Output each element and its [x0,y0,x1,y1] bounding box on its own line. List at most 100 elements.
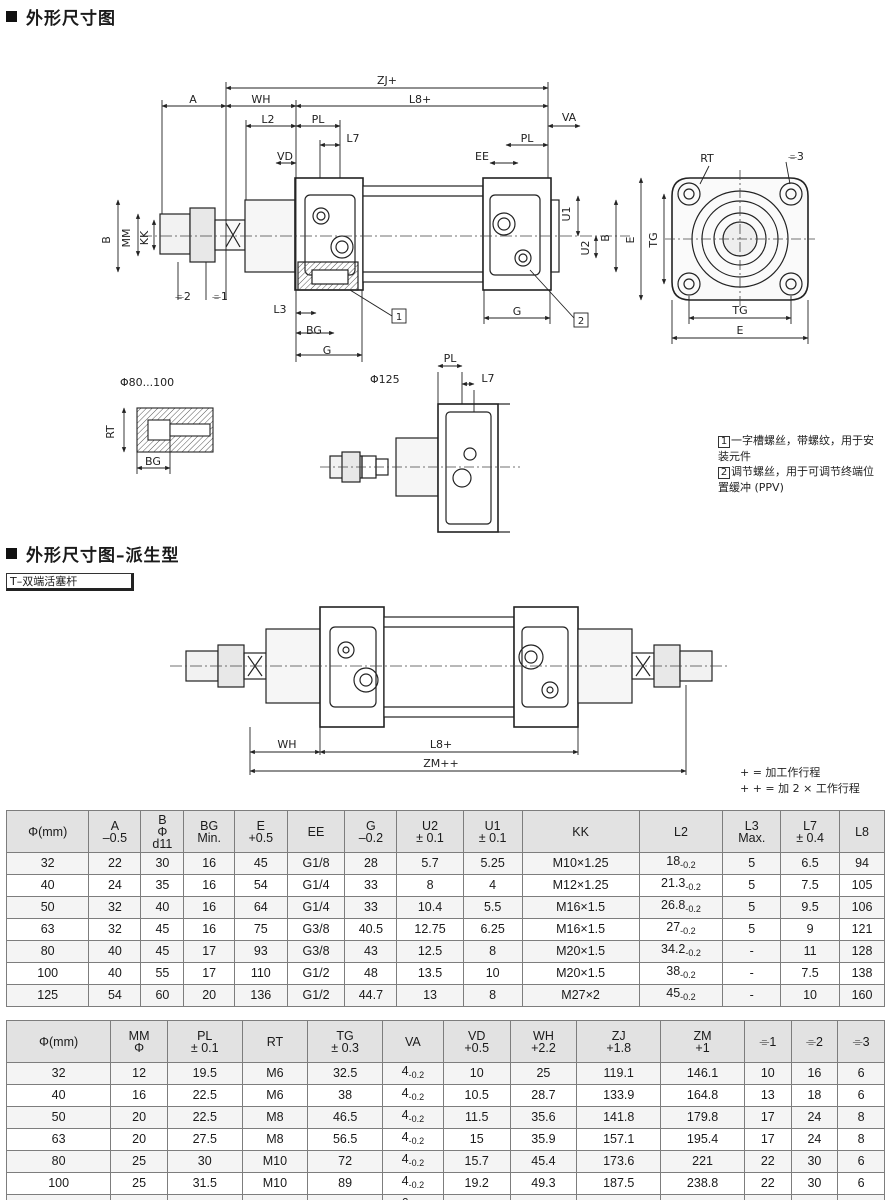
table-1-header-12: L7 ± 0.4 [780,810,841,853]
dim-label-bg: BG [306,324,322,337]
table-2-cell: 25 [110,1172,168,1195]
table-1-header-7: U2 ± 0.1 [396,810,464,853]
table-2-header-6: VD +0.5 [442,1020,511,1063]
table-1-cell: 8 [462,984,523,1007]
table-2-cell: 22 [743,1172,792,1195]
table-1-cell: 160 [839,984,885,1007]
table-2-cell: 28.7 [509,1084,578,1107]
table-2-cell: 32 [5,1062,112,1085]
table-2-cell: 41 [790,1194,839,1200]
table-2-cell: 50 [5,1106,112,1129]
table-1-cell: 9.5 [780,896,841,919]
table-1-cell: 11 [780,940,841,963]
dim-label-g-rear: G [513,305,522,318]
table-2-cell: 6 [837,1084,885,1107]
end-label-tg: TG [647,232,660,248]
table-1-cell: 110 [233,962,288,985]
table-1-cell: 50 [5,896,90,919]
table-2-cell: 17 [743,1128,792,1151]
table-1-cell: 32 [5,852,90,875]
table-1-cell: G1/4 [286,874,346,897]
table-1-cell: 5.5 [462,896,523,919]
table-1-cell: 10.4 [396,896,464,919]
dim-label-l8-double: L8+ [430,738,452,751]
table-2-cell: 221 [660,1150,745,1173]
table-1-cell: 7.5 [780,874,841,897]
dim-label-l7: L7 [346,132,359,145]
table-2-cell: 32 [110,1194,168,1200]
table-1-header-6: G –0.2 [344,810,398,853]
table-2-header-8: ZJ +1.8 [576,1020,662,1063]
table-2-cell: 24 [790,1106,839,1129]
table-1-cell: 45-0.2 [638,984,724,1007]
table-1-cell: 106 [839,896,885,919]
table-2-cell: 6-0.2 [381,1194,444,1200]
table-2-cell: 12 [110,1062,168,1085]
table-2-cell: 16 [790,1062,839,1085]
table-1-cell: 64 [233,896,288,919]
table-1-cell: 45 [140,918,185,941]
dim-label-wh-double: WH [277,738,296,751]
table-2-cell: 290 [660,1194,745,1200]
table-1-header-11: L3 Max. [722,810,782,853]
end-label-tg-horizontal: TG [731,304,747,317]
table-1-cell: 136 [233,984,288,1007]
table-1-cell: 6.25 [462,918,523,941]
table-1-header-4: E +0.5 [233,810,288,853]
table-1-cell: M16×1.5 [521,918,640,941]
table-1-cell: 12.75 [396,918,464,941]
table-1-cell: 80 [5,940,90,963]
table-1-cell: 44.7 [344,984,398,1007]
table-1-cell: - [722,940,782,963]
table-1-cell: 7.5 [780,962,841,985]
table-2-cell: 89 [307,1172,383,1195]
table-1-cell: G1/2 [286,962,346,985]
table-2-cell: 4-0.2 [381,1084,444,1107]
dim-label-b: B [100,236,113,244]
dim-label-kk: KK [138,230,151,245]
table-2-cell: 11.5 [442,1106,511,1129]
table-2-cell: 4-0.2 [381,1172,444,1195]
table-1-cell: 40 [88,940,142,963]
table-2-cell: M12 [241,1194,309,1200]
table-1-cell: M20×1.5 [521,962,640,985]
table-1-cell: 5.25 [462,852,523,875]
table-1-cell: 8 [462,940,523,963]
table-1-cell: 13 [396,984,464,1007]
table-2-cell: 13 [743,1084,792,1107]
table-1-cell: 21.3-0.2 [638,874,724,897]
table-1-cell: 16 [183,896,235,919]
table-2-cell: 32.5 [307,1062,383,1085]
table-1-cell: 6.5 [780,852,841,875]
table-2-cell: 30 [790,1172,839,1195]
table-2-cell: 20 [110,1128,168,1151]
table-1-cell: 54 [88,984,142,1007]
table-2-cell: M6 [241,1062,309,1085]
table-1-cell: 93 [233,940,288,963]
table-1-header-9: KK [521,810,640,853]
table-1-cell: 16 [183,852,235,875]
dim-label-l3: L3 [273,303,286,316]
table-1-cell: 128 [839,940,885,963]
table-1-cell: 94 [839,852,885,875]
table-1-cell: 100 [5,962,90,985]
detail-caption-125: Φ125 [370,373,400,386]
table-1-cell: 28 [344,852,398,875]
dim-label-wh: WH [251,93,270,106]
table-1-cell: 22 [88,852,142,875]
table-1-cell: 45 [140,940,185,963]
table-1-cell: 5.7 [396,852,464,875]
dim-label-l8: L8+ [409,93,431,106]
legend-line-2: + + = 加 2 × 工作行程 [740,782,860,795]
table-2-header-4: TG ± 0.3 [307,1020,383,1063]
table-2-header-0: Φ(mm) [5,1020,112,1063]
